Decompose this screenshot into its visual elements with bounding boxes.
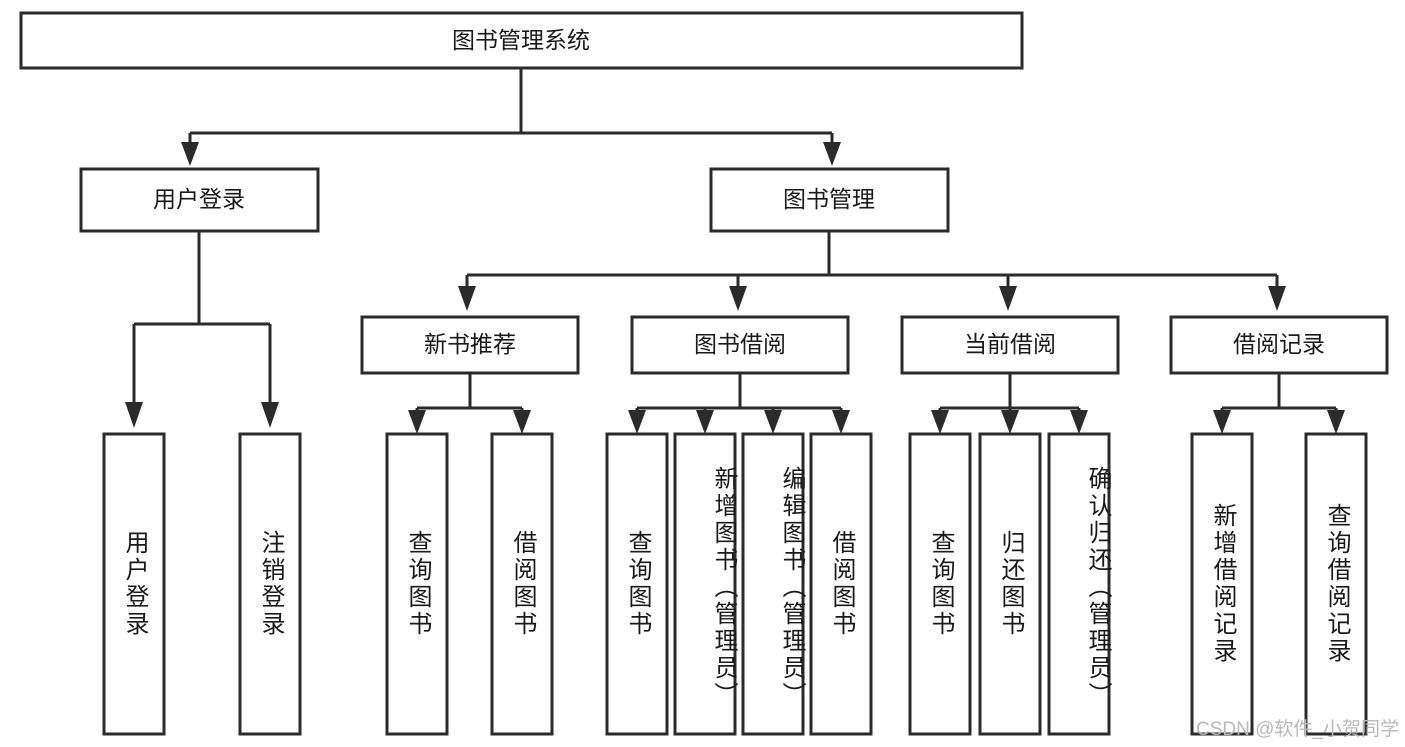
connector-book-management-to-level3	[458, 231, 1286, 311]
arrow-down-icon	[408, 410, 426, 434]
node-root-box[interactable]	[19, 11, 1024, 70]
arrow-down-icon	[125, 402, 143, 428]
arrow-down-icon	[181, 142, 199, 166]
arrow-down-icon	[696, 410, 714, 434]
node-new-book-recommend-label: 新书推荐	[424, 331, 516, 357]
arrow-down-icon	[1327, 410, 1345, 434]
node-new-book-recommend-box[interactable]	[360, 315, 580, 375]
node-user-login-box[interactable]	[79, 167, 320, 233]
node-root-label: 图书管理系统	[452, 27, 590, 53]
leaf-box-query-book-1[interactable]	[385, 432, 449, 736]
leaf-box-query-book-2[interactable]	[605, 432, 669, 736]
leaf-box-borrow-book-1[interactable]	[490, 432, 554, 736]
node-book-management-label: 图书管理	[783, 186, 875, 212]
node-user-login-label: 用户登录	[153, 186, 245, 212]
csdn-watermark: CSDN @软件_小贺同学	[1196, 719, 1399, 740]
arrow-down-icon	[1268, 286, 1286, 311]
connector-new-book-recommend-to-leaves	[408, 373, 531, 434]
connector-root-to-level2	[181, 68, 841, 166]
arrow-down-icon	[513, 410, 531, 434]
arrow-down-icon	[823, 142, 841, 166]
arrow-down-icon	[999, 286, 1017, 311]
arrow-down-icon	[1213, 410, 1231, 434]
connector-user-login-to-leaves	[125, 231, 279, 428]
node-current-borrow-box[interactable]	[900, 315, 1120, 375]
arrow-down-icon	[1070, 410, 1088, 434]
leaf-box-borrow-book-2[interactable]	[809, 432, 873, 736]
leaf-box-user-logout[interactable]	[238, 432, 302, 736]
leaf-box-return-book[interactable]	[978, 432, 1042, 736]
leaf-box-query-book-3[interactable]	[908, 432, 972, 736]
connector-book-borrow-to-leaves	[628, 373, 850, 434]
arrow-down-icon	[458, 286, 476, 311]
node-current-borrow-label: 当前借阅	[964, 331, 1056, 357]
leaf-box-edit-book[interactable]	[741, 432, 805, 736]
connector-current-borrow-to-leaves	[931, 373, 1088, 434]
connector-borrow-record-to-leaves	[1213, 373, 1345, 434]
leaf-box-add-book[interactable]	[673, 432, 737, 736]
leaf-box-add-record[interactable]	[1190, 432, 1254, 736]
leaf-box-confirm-return[interactable]	[1047, 432, 1111, 736]
arrow-down-icon	[1001, 410, 1019, 434]
arrow-down-icon	[261, 402, 279, 428]
arrow-down-icon	[729, 286, 747, 311]
arrow-down-icon	[764, 410, 782, 434]
node-book-borrow-label: 图书借阅	[694, 331, 786, 357]
arrow-down-icon	[832, 410, 850, 434]
leaf-box-query-record[interactable]	[1304, 432, 1368, 736]
leaf-box-user-login[interactable]	[102, 432, 166, 736]
arrow-down-icon	[628, 410, 646, 434]
node-borrow-record-label: 借阅记录	[1233, 331, 1325, 357]
arrow-down-icon	[931, 410, 949, 434]
